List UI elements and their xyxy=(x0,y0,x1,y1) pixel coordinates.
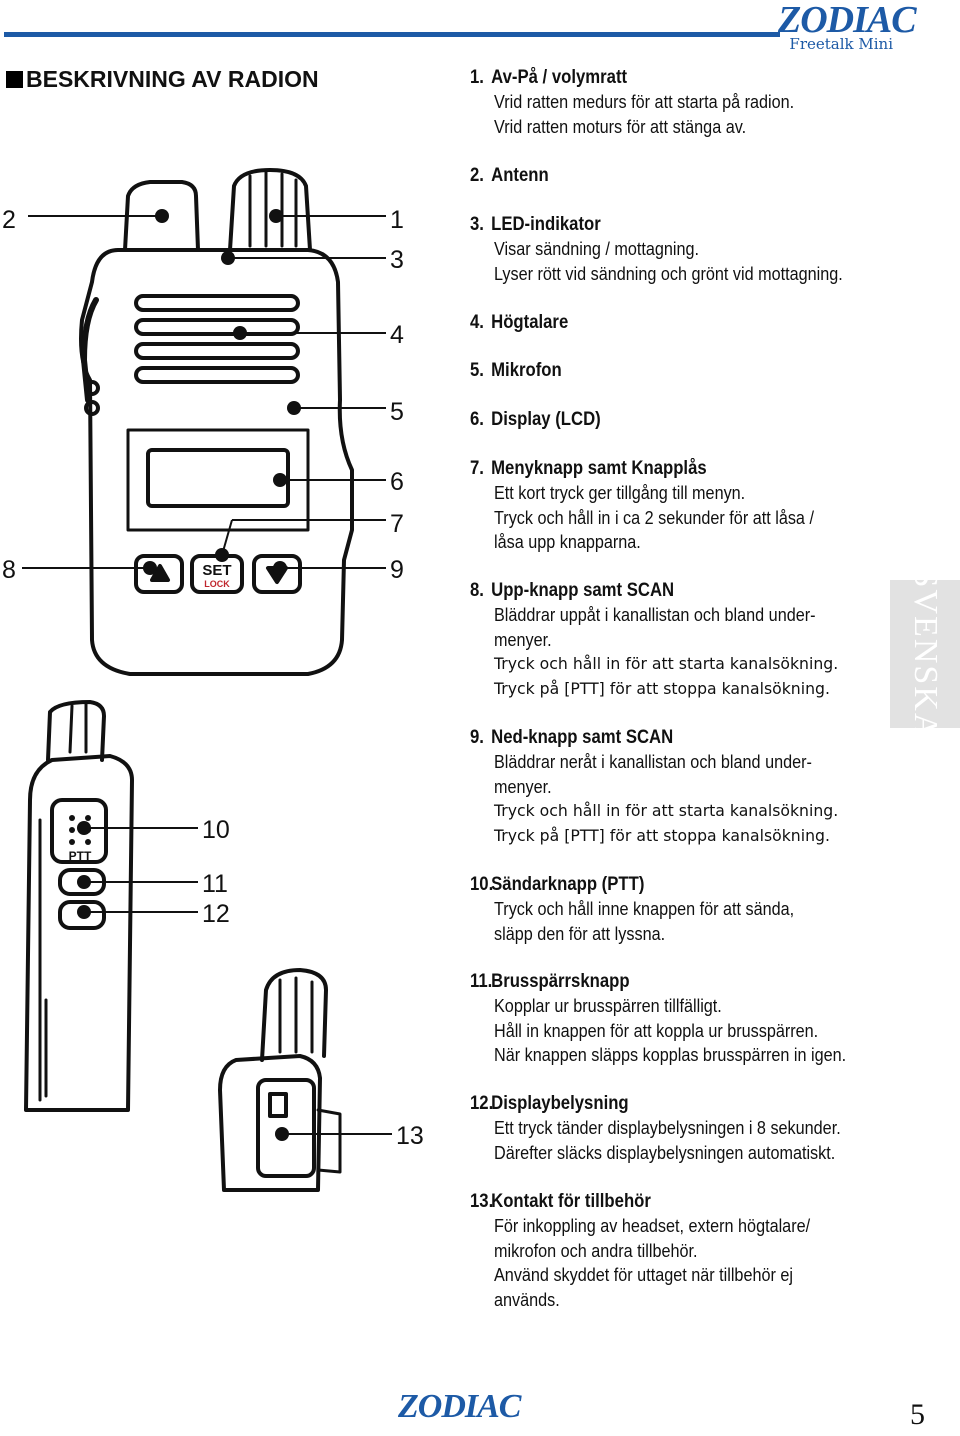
language-tab: SVENSKA xyxy=(890,569,960,739)
callout-2: 2 xyxy=(2,206,16,234)
callout-3: 3 xyxy=(390,246,404,274)
callout-9: 9 xyxy=(390,556,404,584)
brand-logo: ZODIAC Freetalk Mini xyxy=(778,0,917,53)
callout-13: 13 xyxy=(396,1122,424,1150)
description-item-5: 5.Mikrofon xyxy=(470,360,562,381)
description-item-3: 3.LED-indikator Visar sändning / mottagn… xyxy=(470,214,843,284)
description-item-9: 9.Ned-knapp samt SCAN Bläddrar neråt i k… xyxy=(470,727,839,845)
footer-logo: ZODIAC xyxy=(398,1388,521,1425)
callout-4: 4 xyxy=(390,321,404,349)
radio-body-side xyxy=(24,754,134,1112)
lock-key-label: LOCK xyxy=(204,579,230,589)
language-tab-label: SVENSKA xyxy=(907,568,944,740)
callout-5: 5 xyxy=(390,398,404,426)
description-item-2: 2.Antenn xyxy=(470,165,549,186)
description-item-8: 8.Upp-knapp samt SCAN Bläddrar uppåt i k… xyxy=(470,580,839,698)
callout-1: 1 xyxy=(390,206,404,234)
description-item-10: 10.Sändarknapp (PTT) Tryck och håll inne… xyxy=(470,874,795,944)
description-item-13: 13.Kontakt för tillbehör För inkoppling … xyxy=(470,1191,811,1310)
callout-12: 12 xyxy=(202,900,230,928)
description-item-4: 4.Högtalare xyxy=(470,312,569,333)
description-item-1: 1.Av-På / volymratt Vrid ratten medurs f… xyxy=(470,67,795,137)
description-item-11: 11.Brusspärrsknapp Kopplar ur brusspärre… xyxy=(470,971,847,1065)
brand-name: ZODIAC xyxy=(778,0,917,41)
callout-7: 7 xyxy=(390,510,404,538)
set-key-label: SET xyxy=(202,562,231,579)
page-number: 5 xyxy=(910,1398,925,1431)
radio-body-front xyxy=(79,248,354,676)
callout-10: 10 xyxy=(202,816,230,844)
accessory-jack-shape xyxy=(256,1078,316,1178)
header-rule xyxy=(4,32,780,37)
description-item-6: 6.Display (LCD) xyxy=(470,409,601,430)
ptt-key-label: PTT xyxy=(69,849,92,863)
description-item-7: 7.Menyknapp samt Knapplås Ett kort tryck… xyxy=(470,458,814,552)
square-bullet-icon xyxy=(6,71,23,88)
radio-body-back xyxy=(218,1054,322,1192)
description-item-12: 12.Displaybelysning Ett tryck tänder dis… xyxy=(470,1093,841,1163)
lcd-shape xyxy=(146,448,290,508)
volume-knob-shape xyxy=(228,168,312,252)
radio-illustration: SET LOCK PTT 1 2 xyxy=(2,168,424,1192)
section-title: BESKRIVNING AV RADION xyxy=(6,66,319,93)
callout-8: 8 xyxy=(2,556,16,584)
antenna-shape xyxy=(123,180,200,252)
callout-11: 11 xyxy=(202,870,228,898)
callout-6: 6 xyxy=(390,468,404,496)
product-name: Freetalk Mini xyxy=(789,35,893,53)
